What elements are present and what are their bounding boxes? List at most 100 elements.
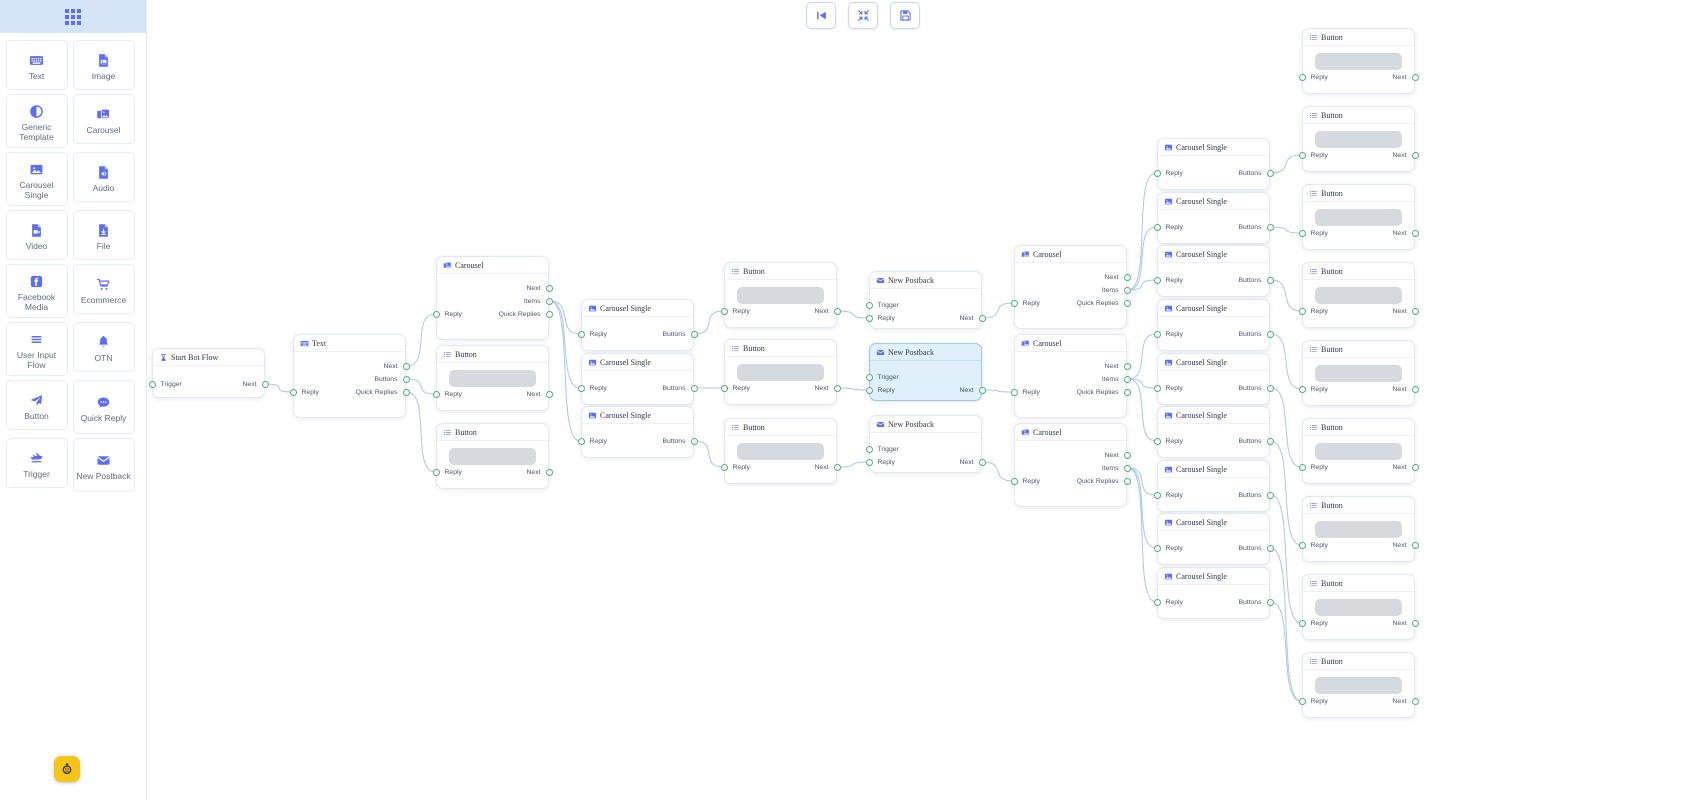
node-header[interactable]: Carousel	[1015, 246, 1126, 263]
port-dot-icon[interactable]	[1153, 224, 1161, 231]
grid-apps-icon[interactable]	[65, 8, 81, 25]
port-dot-icon[interactable]	[432, 469, 440, 476]
port-dot-icon[interactable]	[1266, 224, 1274, 231]
node-header[interactable]: Carousel Single	[582, 407, 693, 424]
node-header[interactable]: New Postback	[870, 416, 981, 433]
port-next[interactable]: Next	[960, 459, 986, 466]
port-trigger[interactable]: Trigger	[148, 381, 182, 388]
port-dot-icon[interactable]	[1153, 545, 1161, 552]
port-dot-icon[interactable]	[1298, 386, 1306, 393]
port-dot-icon[interactable]	[1153, 277, 1161, 284]
port-buttons[interactable]: Buttons	[1238, 492, 1274, 499]
node-header[interactable]: Carousel Single	[1158, 300, 1269, 317]
port-dot-icon[interactable]	[720, 385, 728, 392]
port-next[interactable]: Next	[1393, 74, 1419, 81]
port-buttons[interactable]: Buttons	[1238, 438, 1274, 445]
port-dot-icon[interactable]	[432, 311, 440, 318]
port-dot-icon[interactable]	[1266, 385, 1274, 392]
port-dot-icon[interactable]	[1266, 599, 1274, 606]
port-next[interactable]: Next	[1393, 464, 1419, 471]
palette-item-audio[interactable]: Audio	[72, 152, 135, 202]
palette-item-otn[interactable]: OTN	[72, 322, 135, 372]
palette-item-quick-reply[interactable]: Quick Reply	[72, 380, 135, 434]
port-reply[interactable]: Reply	[1010, 389, 1040, 396]
port-reply[interactable]: Reply	[1153, 331, 1183, 338]
port-reply[interactable]: Reply	[1298, 542, 1328, 549]
port-reply[interactable]: Reply	[1153, 277, 1183, 284]
port-dot-icon[interactable]	[720, 464, 728, 471]
port-trigger[interactable]: Trigger	[865, 374, 899, 381]
port-next[interactable]: Next	[1393, 620, 1419, 627]
port-dot-icon[interactable]	[1123, 287, 1131, 294]
port-dot-icon[interactable]	[402, 389, 410, 396]
port-next[interactable]: Next	[1393, 386, 1419, 393]
port-dot-icon[interactable]	[865, 446, 873, 453]
node-header[interactable]: Button	[1303, 185, 1414, 202]
node-header[interactable]: Button	[725, 419, 836, 436]
port-dot-icon[interactable]	[402, 376, 410, 383]
port-dot-icon[interactable]	[545, 391, 553, 398]
port-quick-replies[interactable]: Quick Replies	[356, 389, 410, 396]
port-dot-icon[interactable]	[865, 387, 873, 394]
port-next[interactable]: Next	[815, 308, 841, 315]
port-dot-icon[interactable]	[833, 308, 841, 315]
port-dot-icon[interactable]	[1411, 230, 1419, 237]
port-reply[interactable]: Reply	[1010, 478, 1040, 485]
port-dot-icon[interactable]	[1411, 698, 1419, 705]
port-dot-icon[interactable]	[690, 331, 698, 338]
port-trigger[interactable]: Trigger	[865, 302, 899, 309]
port-dot-icon[interactable]	[1298, 74, 1306, 81]
port-dot-icon[interactable]	[1298, 698, 1306, 705]
port-buttons[interactable]: Buttons	[1238, 170, 1274, 177]
port-next[interactable]: Next	[1393, 152, 1419, 159]
node-header[interactable]: Carousel Single	[1158, 354, 1269, 371]
port-reply[interactable]: Reply	[1298, 464, 1328, 471]
port-dot-icon[interactable]	[577, 385, 585, 392]
port-reply[interactable]: Reply	[432, 469, 462, 476]
node-header[interactable]: Carousel Single	[1158, 139, 1269, 156]
port-dot-icon[interactable]	[1298, 308, 1306, 315]
port-dot-icon[interactable]	[1123, 478, 1131, 485]
node-header[interactable]: Carousel	[1015, 424, 1126, 441]
node-header[interactable]: Button	[725, 340, 836, 357]
port-dot-icon[interactable]	[1298, 152, 1306, 159]
port-dot-icon[interactable]	[1266, 331, 1274, 338]
port-dot-icon[interactable]	[865, 302, 873, 309]
node-header[interactable]: Button	[1303, 575, 1414, 592]
node-header[interactable]: Start Bot Flow	[153, 349, 264, 366]
port-next[interactable]: Next	[815, 464, 841, 471]
port-dot-icon[interactable]	[545, 311, 553, 318]
port-next[interactable]: Next	[527, 285, 553, 292]
port-dot-icon[interactable]	[1266, 545, 1274, 552]
save-flow-button[interactable]	[890, 2, 920, 29]
port-reply[interactable]: Reply	[1153, 492, 1183, 499]
port-dot-icon[interactable]	[1411, 308, 1419, 315]
palette-item-ecommerce[interactable]: Ecommerce	[72, 264, 135, 314]
port-dot-icon[interactable]	[1153, 331, 1161, 338]
node-header[interactable]: New Postback	[870, 272, 981, 289]
port-dot-icon[interactable]	[289, 389, 297, 396]
port-dot-icon[interactable]	[545, 469, 553, 476]
port-next[interactable]: Next	[1105, 452, 1131, 459]
port-next[interactable]: Next	[384, 363, 410, 370]
node-header[interactable]: Button	[1303, 107, 1414, 124]
port-dot-icon[interactable]	[1411, 152, 1419, 159]
port-reply[interactable]: Reply	[577, 331, 607, 338]
palette-item-image[interactable]: Image	[72, 40, 135, 90]
